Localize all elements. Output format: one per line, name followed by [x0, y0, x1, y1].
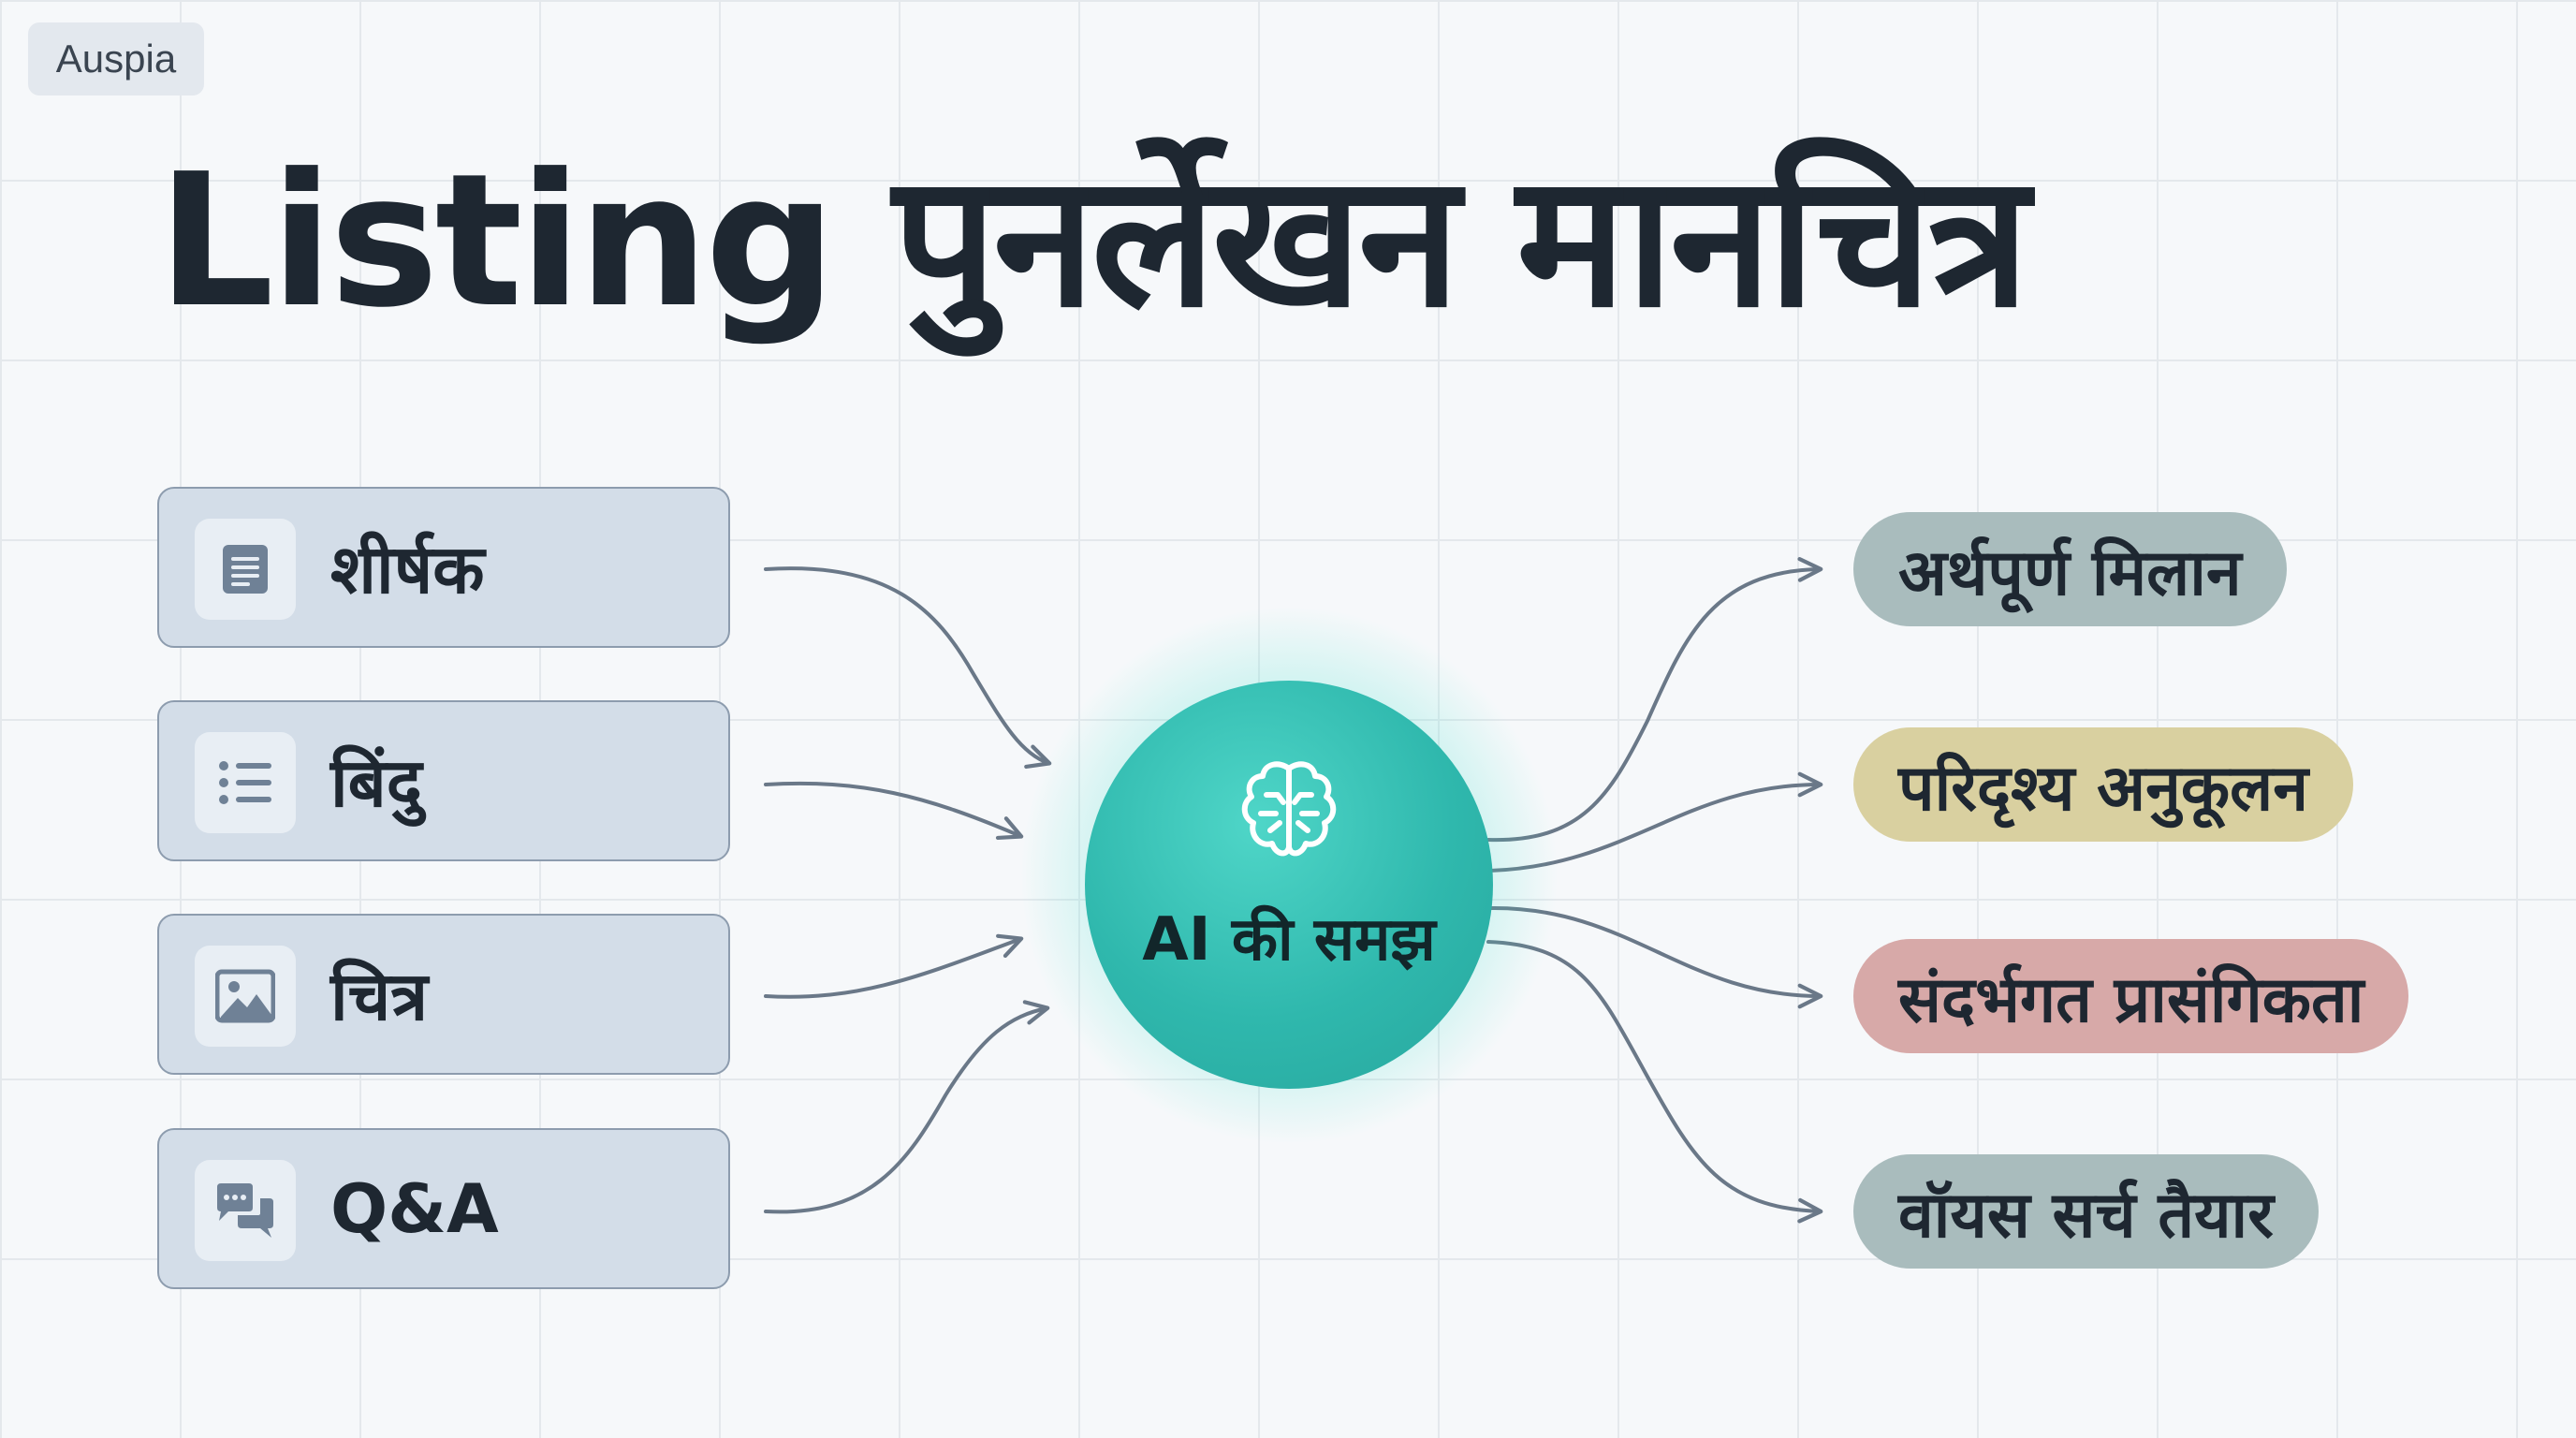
ai-hub: AI की समझ: [1085, 681, 1493, 1089]
document-icon: [195, 519, 296, 620]
input-label: Q&A: [330, 1169, 499, 1248]
output-pill-contextual-relevance: संदर्भगत प्रासंगिकता: [1853, 939, 2409, 1053]
output-pill-scenario-fit: परिदृश्य अनुकूलन: [1853, 727, 2353, 842]
input-card-qa: Q&A: [157, 1128, 730, 1289]
connector-input-4: [764, 1000, 1050, 1214]
image-icon: [195, 946, 296, 1047]
brand-name: Auspia: [55, 37, 177, 81]
input-card-image: चित्र: [157, 914, 730, 1075]
page-title: Listing पुनर्लेखन मानचित्र: [157, 135, 2029, 348]
output-pill-semantic-match: अर्थपूर्ण मिलान: [1853, 512, 2287, 626]
output-pill-voice-search-ready: वॉयस सर्च तैयार: [1853, 1154, 2319, 1269]
hub-label: AI की समझ: [1142, 905, 1436, 975]
input-card-title: शीर्षक: [157, 487, 730, 648]
brand-badge: Auspia: [28, 22, 204, 95]
input-label: चित्र: [330, 957, 429, 1035]
connector-input-1: [764, 566, 1052, 770]
brain-icon: [1241, 761, 1337, 857]
connector-input-2: [764, 781, 1024, 841]
bullet-list-icon: [195, 732, 296, 833]
chat-bubbles-icon: [195, 1160, 296, 1261]
input-label: शीर्षक: [330, 530, 485, 609]
input-card-bullets: बिंदु: [157, 700, 730, 861]
connector-input-3: [764, 933, 1024, 999]
input-label: बिंदु: [330, 743, 422, 822]
